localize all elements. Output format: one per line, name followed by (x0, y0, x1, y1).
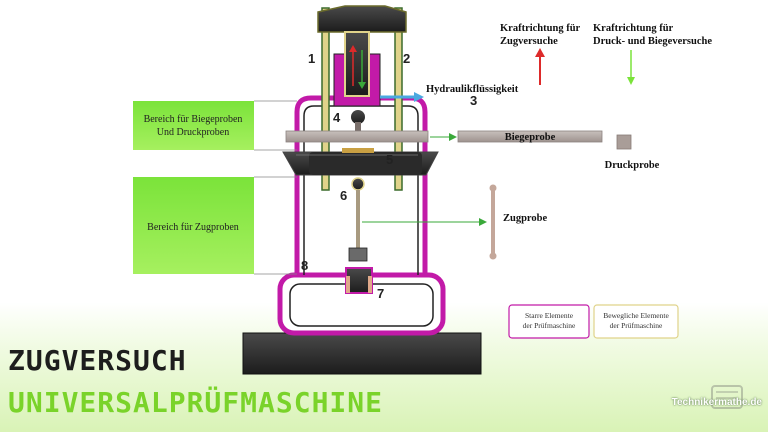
compression-sample (616, 134, 632, 150)
area-box-bending-line1: Bereich für Biegeproben (144, 114, 243, 125)
bending-beam (285, 130, 429, 143)
legend-movable-line1: Bewegliche Elemente (603, 311, 669, 320)
legend-rigid-line1: Starre Elemente (525, 311, 574, 320)
number-2: 2 (403, 51, 410, 66)
table-specimen (342, 148, 374, 153)
grip-jaw-right (368, 276, 372, 293)
number-3: 3 (470, 93, 477, 108)
piston (344, 31, 370, 97)
number-7: 7 (377, 286, 384, 301)
piston-arrow-green-head (358, 82, 366, 89)
number-5: 5 (386, 152, 393, 167)
compression-sample-label: Druckprobe (605, 160, 660, 171)
area-box-tension (133, 177, 254, 274)
top-crosshead (317, 5, 407, 33)
force-compression-arrow-head (627, 77, 635, 85)
title-line-1: Zugversuch (8, 344, 187, 377)
legend-movable (593, 304, 679, 339)
force-tension-line2: Zugversuche (500, 36, 558, 47)
tension-sample-bottom (489, 252, 497, 260)
force-compression-line1: Kraftrichtung für (593, 23, 674, 34)
title-line-2: Universalprüfmaschine (8, 386, 384, 419)
number-1: 1 (308, 51, 315, 66)
upper-grip (348, 247, 368, 262)
area-box-bending (133, 101, 254, 150)
bending-sample-label: Biegeprobe (505, 132, 556, 143)
legend-movable-line2: der Prüfmaschine (610, 321, 663, 330)
legend-rigid (508, 304, 590, 339)
column-1 (321, 7, 330, 191)
number-8: 8 (301, 258, 308, 273)
area-box-bending-line2: Und Druckproben (157, 127, 229, 138)
number-4: 4 (333, 110, 341, 125)
watermark-text: Technikermathe.de (671, 397, 762, 408)
tension-rod (356, 190, 360, 250)
force-tension-line1: Kraftrichtung für (500, 23, 581, 34)
piston-arrow-red-head (349, 45, 357, 52)
joint-6 (351, 177, 365, 191)
hydraulic-arrow-head (414, 92, 424, 102)
column-2 (394, 7, 403, 191)
pressure-head-4 (351, 110, 365, 124)
number-6: 6 (340, 188, 347, 203)
hydraulic-label: Hydraulikflüssigkeit (426, 84, 519, 95)
grip-jaw-left (346, 276, 350, 293)
watermark-icon (711, 385, 743, 409)
table-block (309, 152, 422, 175)
force-tension-arrow-head (535, 48, 545, 57)
upper-rod (355, 122, 361, 132)
legend-rigid-line2: der Prüfmaschine (523, 321, 576, 330)
force-compression-line2: Druck- und Biegeversuche (593, 36, 712, 47)
machine-base (242, 332, 482, 375)
tension-sample-top (489, 184, 497, 192)
bending-sample (457, 130, 603, 143)
area-box-tension-label: Bereich für Zugproben (147, 222, 239, 233)
tension-sample (491, 188, 495, 256)
tension-sample-label: Zugprobe (503, 213, 547, 224)
